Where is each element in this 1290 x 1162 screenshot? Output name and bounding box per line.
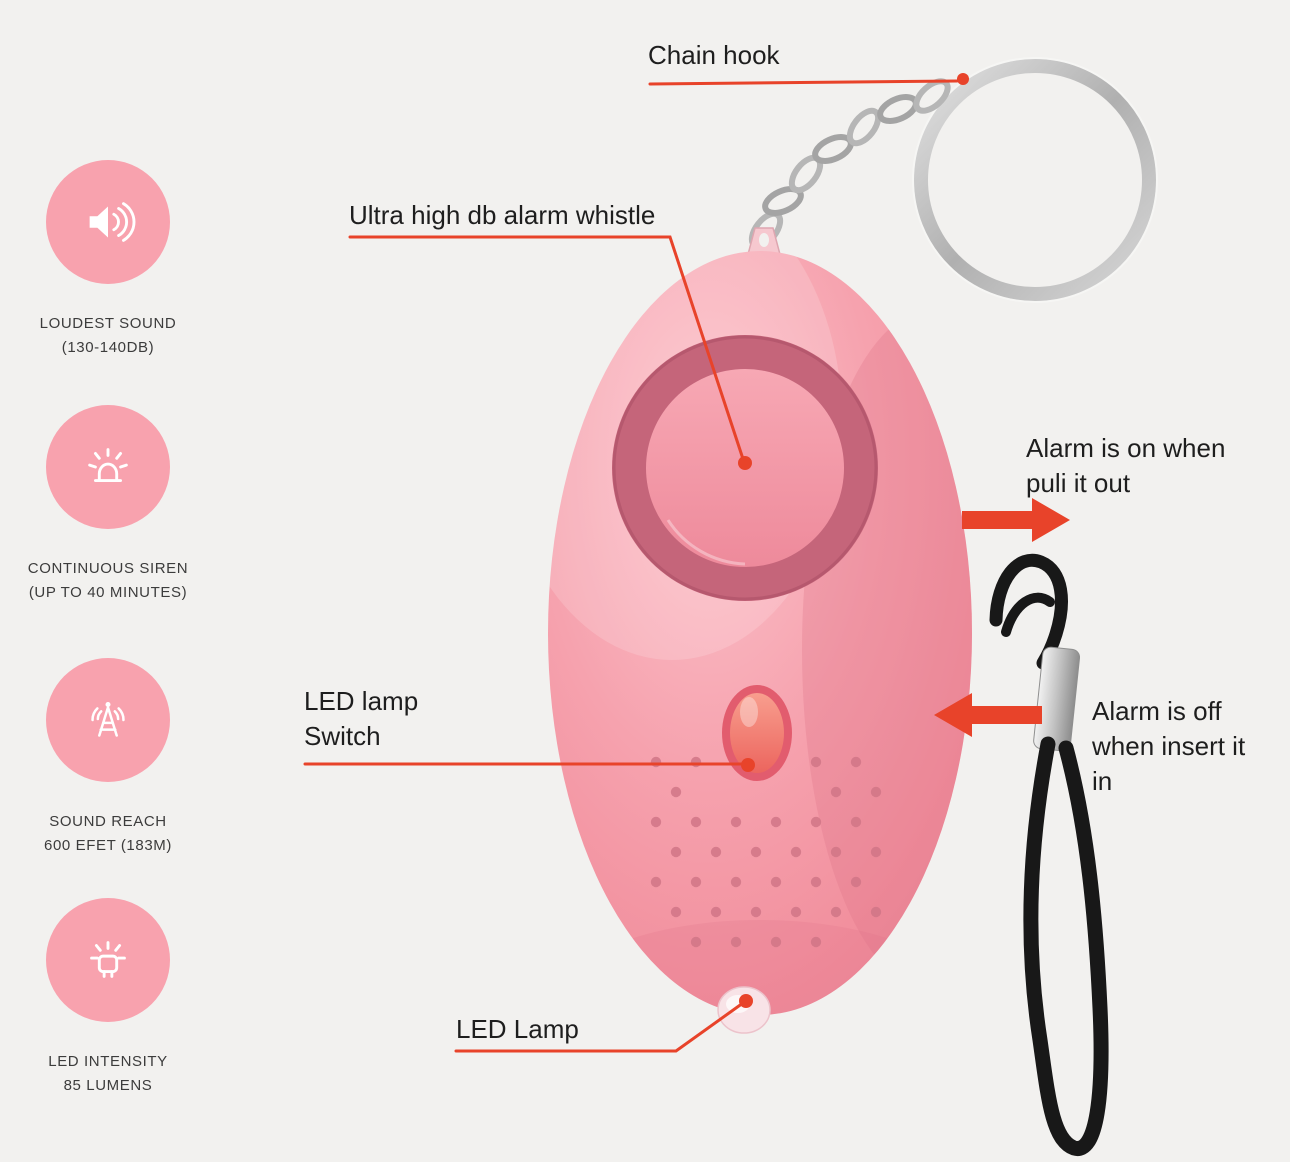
led-lamp-dot xyxy=(739,994,753,1008)
signal-tower-icon xyxy=(91,702,125,737)
feature-loudest-sound: LOUDEST SOUND (130-140DB) xyxy=(0,160,216,360)
callout-chain-hook: Chain hook xyxy=(648,40,780,70)
speaker-hole-dot xyxy=(810,816,822,828)
feature-label-line2: (UP TO 40 MINUTES) xyxy=(28,584,188,601)
key-ring-highlight xyxy=(912,57,1158,303)
continuous-siren-badge xyxy=(46,405,170,529)
callout-alarm-on: Alarm is on when puli it out xyxy=(1026,431,1225,501)
speaker-hole-dot xyxy=(770,816,782,828)
speaker-hole-dot xyxy=(770,936,782,948)
speaker-hole-dot xyxy=(650,876,662,888)
feature-label: LOUDEST SOUND (130-140DB) xyxy=(0,312,216,360)
arrow-left-icon xyxy=(934,693,1042,737)
connector-hole xyxy=(759,233,769,247)
speaker-hole-dot xyxy=(830,846,842,858)
led-switch-button-highlight xyxy=(740,697,758,727)
direction-arrows xyxy=(934,498,1070,737)
speaker-hole-dot xyxy=(790,846,802,858)
feature-led-intensity: LED INTENSITY 85 LUMENS xyxy=(0,898,216,1098)
speaker-hole-dot xyxy=(730,876,742,888)
feature-label-line1: CONTINUOUS SIREN xyxy=(27,560,189,577)
speaker-holes xyxy=(650,756,882,948)
speaker-hole-dot xyxy=(830,786,842,798)
speaker-hole-dot xyxy=(650,816,662,828)
callout-led-lamp: LED Lamp xyxy=(456,1014,579,1044)
callout-alarm-off-line1: Alarm is off xyxy=(1092,696,1222,726)
chain-hook-line xyxy=(648,79,959,86)
speaker-hole-dot xyxy=(810,876,822,888)
speaker-hole-dot xyxy=(870,846,882,858)
callout-alarm-off-line2: when insert it xyxy=(1092,731,1246,761)
led-lamp-line xyxy=(454,1001,745,1053)
speaker-hole-dot xyxy=(670,786,682,798)
alarm-whistle-line xyxy=(348,235,746,464)
speaker-hole-dot xyxy=(690,816,702,828)
siren-light-icon xyxy=(88,448,128,482)
speaker-hole-dot xyxy=(850,876,862,888)
speaker-hole-dot xyxy=(810,756,822,768)
callout-led-switch-line2: Switch xyxy=(304,721,381,751)
speaker-hole-dot xyxy=(670,906,682,918)
callout-alarm-on-line1: Alarm is on when xyxy=(1026,433,1226,463)
speaker-hole-dot xyxy=(750,846,762,858)
callout-alarm-off-line3: in xyxy=(1092,766,1113,796)
alarm-whistle-dot xyxy=(738,456,752,470)
led-lamp-icon xyxy=(90,941,126,978)
callout-alarm-off: Alarm is off when insert it in xyxy=(1092,694,1245,799)
speaker-hole-dot xyxy=(690,756,702,768)
led-switch-button xyxy=(730,693,784,773)
feature-label-line2: 85 LUMENS xyxy=(63,1077,153,1094)
speaker-hole-dot xyxy=(850,816,862,828)
speaker-hole-dot xyxy=(790,906,802,918)
feature-continuous-siren: CONTINUOUS SIREN (UP TO 40 MINUTES) xyxy=(0,405,216,605)
speaker-hole-dot xyxy=(870,786,882,798)
callout-lines xyxy=(303,79,959,1053)
callout-led-switch: LED lamp Switch xyxy=(304,684,418,754)
callout-alarm-on-line2: puli it out xyxy=(1026,468,1131,498)
chain-hook-dot xyxy=(957,73,969,85)
speaker-hole-dot xyxy=(870,906,882,918)
speaker-waves-icon xyxy=(89,202,136,242)
feature-sound-reach: SOUND REACH 600 EFET (183M) xyxy=(0,658,216,858)
feature-label-line2: 600 EFET (183M) xyxy=(44,837,172,854)
callout-led-switch-line1: LED lamp xyxy=(304,686,419,716)
feature-label-line1: LOUDEST SOUND xyxy=(39,315,177,332)
speaker-hole-dot xyxy=(850,756,862,768)
speaker-hole-dot xyxy=(690,876,702,888)
feature-label-line1: LED INTENSITY xyxy=(48,1053,168,1070)
callout-dots xyxy=(738,73,969,1008)
sound-reach-badge xyxy=(46,658,170,782)
lanyard-knot-strand xyxy=(1001,592,1055,637)
feature-label-line1: SOUND REACH xyxy=(49,813,167,830)
speaker-highlight xyxy=(666,519,746,566)
speaker-hole-dot xyxy=(710,906,722,918)
feature-label: CONTINUOUS SIREN (UP TO 40 MINUTES) xyxy=(0,557,216,605)
arrow-right-icon xyxy=(962,498,1070,542)
speaker-hole-dot xyxy=(710,846,722,858)
speaker-hole-dot xyxy=(810,936,822,948)
speaker-hole-dot xyxy=(730,936,742,948)
callout-alarm-whistle: Ultra high db alarm whistle xyxy=(349,200,656,230)
led-intensity-badge xyxy=(46,898,170,1022)
feature-label: LED INTENSITY 85 LUMENS xyxy=(0,1050,216,1098)
speaker-hole-dot xyxy=(670,846,682,858)
speaker-ring-edge xyxy=(612,335,878,601)
speaker-hole-dot xyxy=(690,936,702,948)
speaker-hole-dot xyxy=(750,906,762,918)
key-ring xyxy=(914,59,1156,301)
speaker-hole-dot xyxy=(830,906,842,918)
feature-label: SOUND REACH 600 EFET (183M) xyxy=(0,810,216,858)
speaker-hole-dot xyxy=(770,876,782,888)
speaker-hole-dot xyxy=(650,756,662,768)
led-switch-dot xyxy=(741,758,755,772)
lanyard-rope xyxy=(1023,736,1109,1156)
speaker-hole-dot xyxy=(730,816,742,828)
feature-label-line2: (130-140DB) xyxy=(61,339,155,356)
loudest-sound-badge xyxy=(46,160,170,284)
